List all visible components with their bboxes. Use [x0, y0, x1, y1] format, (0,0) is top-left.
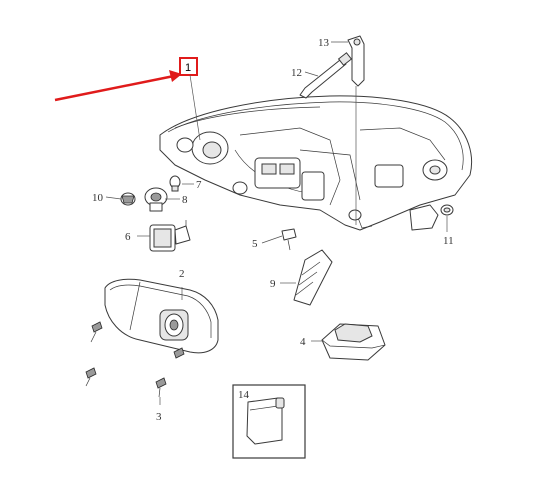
callout-6[interactable]: 6	[125, 231, 131, 243]
callout-1-box[interactable]: 1	[179, 57, 198, 76]
callout-4[interactable]: 4	[300, 336, 306, 348]
bracket-part-13	[347, 35, 365, 225]
module-part-9	[293, 249, 333, 306]
screw-part-5	[281, 228, 297, 251]
bulb-part-7	[169, 175, 181, 192]
callout-3[interactable]: 3	[156, 411, 162, 423]
leader-lines	[105, 41, 448, 405]
clip-part-10	[120, 192, 136, 206]
callout-9[interactable]: 9	[270, 278, 276, 290]
socket-part-8	[144, 187, 168, 212]
callout-11[interactable]: 11	[443, 235, 454, 247]
cap-part-6	[149, 220, 191, 252]
callout-labels: 2 3 4 5 6 7 8 9 10 11 12 13 14	[92, 37, 454, 423]
callout-8[interactable]: 8	[182, 194, 188, 206]
headlamp-housing	[159, 95, 473, 231]
lamp-unit-part-2	[104, 278, 219, 354]
callout-1-label: 1	[185, 62, 191, 74]
highlight-arrow	[54, 70, 182, 102]
ballast-part-4	[321, 323, 386, 361]
inset-box-part-14	[232, 384, 306, 459]
callout-13[interactable]: 13	[318, 37, 330, 49]
callout-2[interactable]: 2	[179, 268, 185, 280]
callout-10[interactable]: 10	[92, 192, 104, 204]
callout-7[interactable]: 7	[196, 179, 202, 191]
callout-5[interactable]: 5	[252, 238, 258, 250]
screws-part-3	[85, 321, 185, 398]
grommet-part-11	[440, 204, 454, 216]
callout-14[interactable]: 14	[238, 389, 250, 401]
bulb-part-12	[299, 52, 353, 99]
callout-12[interactable]: 12	[291, 67, 302, 79]
